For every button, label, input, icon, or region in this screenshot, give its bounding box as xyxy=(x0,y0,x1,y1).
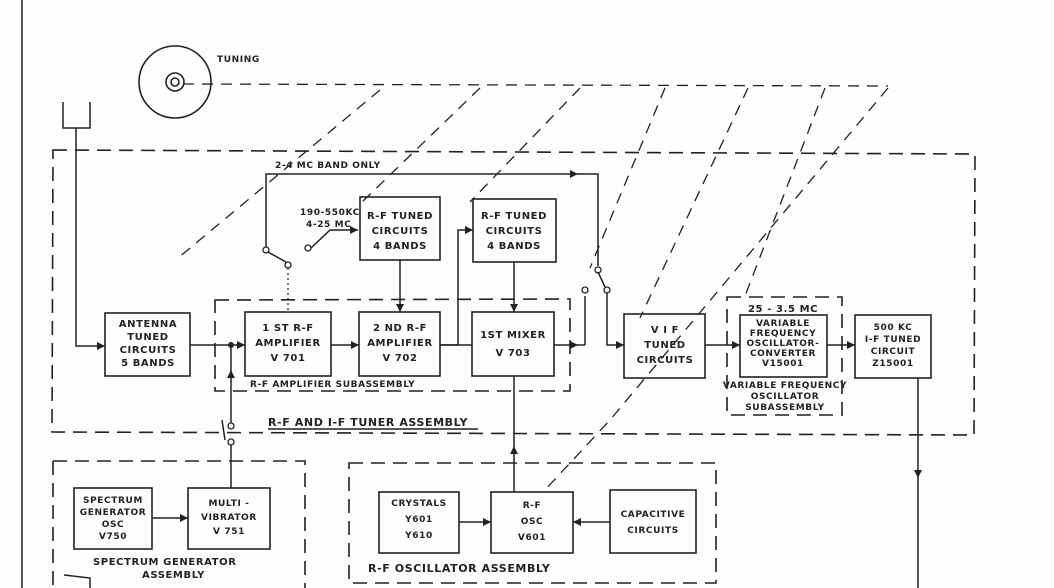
mixer-line2: V 703 xyxy=(495,348,530,359)
rf-amplifier-subassembly-box xyxy=(214,298,571,392)
rf-osc-line3: V601 xyxy=(518,533,546,543)
rf-tuned-a-line3: 4 BANDS xyxy=(373,241,427,252)
rf-osc-line1: R-F xyxy=(523,501,542,511)
rf-tuned-a-line1: R-F TUNED xyxy=(367,211,433,222)
vfo-converter-block xyxy=(739,314,828,378)
if500-line4: Z15001 xyxy=(872,359,913,369)
multivib-line3: V 751 xyxy=(213,527,245,537)
first-mixer-block xyxy=(471,311,555,377)
rf-band-switch xyxy=(262,226,358,312)
spectrum-osc-line1: SPECTRUM xyxy=(83,496,143,506)
crystals-line2: Y601 xyxy=(404,515,433,525)
signal-path xyxy=(190,266,624,349)
vfo-line4: CONVERTER xyxy=(750,349,816,359)
rf-amp2-line1: 2 ND R-F xyxy=(373,323,427,334)
mixer-line1: 1ST MIXER xyxy=(480,330,546,341)
band-label-425: 4-25 MC xyxy=(306,220,351,230)
antenna-line1: ANTENNA xyxy=(119,319,177,330)
band-only-path xyxy=(265,173,599,266)
antenna-icon xyxy=(62,102,105,350)
if-500kc-block xyxy=(854,314,932,379)
crystals-line1: CRYSTALS xyxy=(391,499,446,509)
spectrum-assembly-line2: ASSEMBLY xyxy=(142,570,205,581)
vfo-subassembly-box xyxy=(726,296,843,416)
rf-tuned-a-line2: CIRCUITS xyxy=(372,226,429,237)
rf-tuned-b-line2: CIRCUITS xyxy=(486,226,543,237)
vif-line3: CIRCUITS xyxy=(637,355,694,366)
band-only-label: 2-4 MC BAND ONLY xyxy=(275,161,381,171)
rf-amp2-line3: V 702 xyxy=(382,353,417,364)
rf-amp1-line2: AMPLIFIER xyxy=(255,338,321,349)
capacitive-circuits-block xyxy=(609,489,697,554)
tuning-label: TUNING xyxy=(217,55,260,65)
spectrum-switch xyxy=(221,348,235,465)
rf-amp1-line3: V 701 xyxy=(270,353,305,364)
multivib-line2: VIBRATOR xyxy=(201,513,257,523)
spectrum-assembly-box xyxy=(53,460,306,588)
tuning-linkage xyxy=(177,83,889,491)
if500-line3: CIRCUIT xyxy=(871,347,916,357)
vfo-line1: VARIABLE xyxy=(756,319,810,329)
multivib-line1: MULTI - xyxy=(208,499,249,509)
rf-oscillator-assembly-box xyxy=(348,462,717,584)
vfo-band-label: 25 - 3.5 MC xyxy=(748,304,818,315)
spectrum-osc-line3: OSC xyxy=(102,520,125,530)
vfo-line3: OSCILLATOR- xyxy=(747,339,820,349)
vfo-line5: V15001 xyxy=(762,359,804,369)
vif-tuned-circuits-block xyxy=(623,313,706,379)
rf-tuned-b-line1: R-F TUNED xyxy=(481,211,547,222)
vfo-sub-line3: SUBASSEMBLY xyxy=(745,403,825,413)
rf-amp2-line2: AMPLIFIER xyxy=(367,338,433,349)
rf-tuned-b-line3: 4 BANDS xyxy=(487,241,541,252)
vif-line1: V I F xyxy=(651,325,679,336)
vfo-line2: FREQUENCY xyxy=(750,329,816,339)
tuner-assembly-label: R-F AND I-F TUNER ASSEMBLY xyxy=(268,416,469,429)
first-rf-amplifier-block xyxy=(244,311,332,377)
rf-amp-sub-label: R-F AMPLIFIER SUBASSEMBLY xyxy=(250,380,415,390)
capacitive-line2: CIRCUITS xyxy=(627,526,679,536)
vfo-sub-line2: OSCILLATOR xyxy=(751,392,820,402)
antenna-line3: CIRCUITS xyxy=(120,345,177,356)
tuning-knob-icon xyxy=(138,45,212,119)
second-rf-amplifier-block xyxy=(358,311,441,377)
rf-oscillator-assembly-label: R-F OSCILLATOR ASSEMBLY xyxy=(368,562,551,575)
rf-amp1-line1: 1 ST R-F xyxy=(262,323,313,334)
rf-osc-line2: OSC xyxy=(521,517,544,527)
if500-line2: I-F TUNED xyxy=(865,335,921,345)
crystals-line3: Y610 xyxy=(404,531,433,541)
antenna-line2: TUNED xyxy=(127,332,168,343)
capacitive-line1: CAPACITIVE xyxy=(621,510,686,520)
vif-line2: TUNED xyxy=(644,340,685,351)
spectrum-osc-line2: GENERATOR xyxy=(80,508,147,518)
antenna-line4: 5 BANDS xyxy=(121,358,175,369)
spectrum-assembly-line1: SPECTRUM GENERATOR xyxy=(93,557,237,568)
band-label-190: 190-550KC xyxy=(300,208,360,218)
if500-line1: 500 KC xyxy=(874,323,913,333)
vfo-sub-line1: VARIABLE FREQUENCY xyxy=(723,381,847,391)
spectrum-osc-line4: V750 xyxy=(99,532,127,542)
